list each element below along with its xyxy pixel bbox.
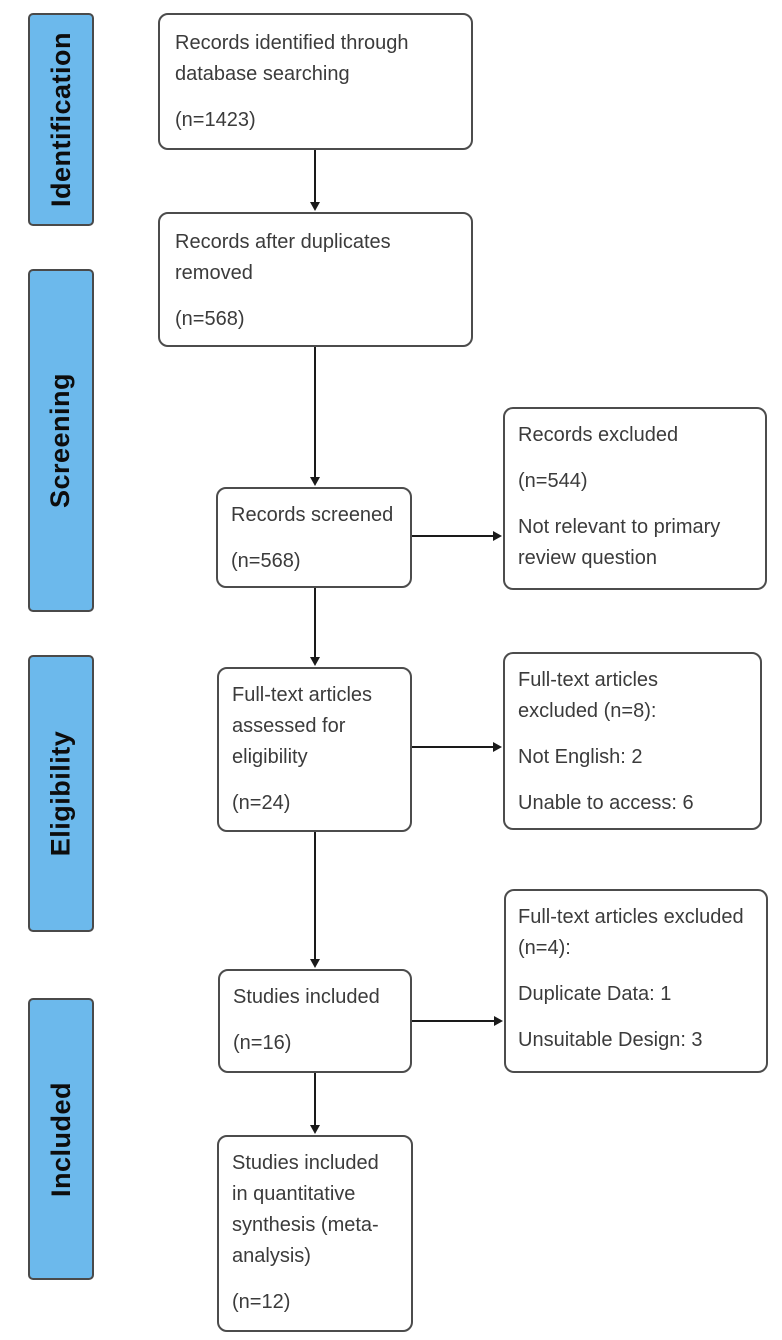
box-quantitative-synthesis: Studies included in quantitative synthes… xyxy=(217,1135,413,1332)
arrow-down-head-icon xyxy=(310,1125,320,1134)
box-records-excluded: Records excluded (n=544) Not relevant to… xyxy=(503,407,767,590)
box-fulltext-excluded-8-reason2: Unable to access: 6 xyxy=(518,792,694,814)
box-fulltext-excluded-8: Full-text articles excluded (n=8): Not E… xyxy=(503,652,762,830)
arrow-down-head-icon xyxy=(310,477,320,486)
arrow-screened-to-excluded xyxy=(412,531,502,541)
box-fulltext-excluded-8-reason1: Not English: 2 xyxy=(518,746,643,768)
arrow-fulltext-to-excluded8 xyxy=(412,742,502,752)
stage-included-label: Included xyxy=(45,1081,76,1197)
arrow-line xyxy=(412,535,494,537)
box-records-screened-text: Records screened xyxy=(231,504,394,526)
arrow-identified-to-duplicates xyxy=(310,150,320,211)
arrow-fulltext-to-included xyxy=(310,832,320,968)
box-records-excluded-title: Records excluded xyxy=(518,424,679,446)
arrow-line xyxy=(314,347,316,478)
arrow-right-head-icon xyxy=(494,1016,503,1026)
arrow-line xyxy=(412,746,494,748)
box-duplicates-removed: Records after duplicates removed (n=568) xyxy=(158,212,473,347)
arrow-included-to-excluded4 xyxy=(412,1016,503,1026)
stage-included: Included xyxy=(28,998,94,1280)
stage-screening: Screening xyxy=(28,269,94,612)
stage-eligibility-label: Eligibility xyxy=(45,730,76,857)
stage-screening-label: Screening xyxy=(45,372,76,509)
arrow-down-head-icon xyxy=(310,657,320,666)
box-quantitative-synthesis-count: (n=12) xyxy=(232,1291,291,1313)
box-records-identified-text: Records identified through database sear… xyxy=(175,32,409,85)
box-fulltext-excluded-4-title-line1: Full-text articles excluded xyxy=(518,906,744,928)
box-records-identified-count: (n=1423) xyxy=(175,109,256,131)
box-records-screened: Records screened (n=568) xyxy=(216,487,412,588)
box-fulltext-excluded-4-reason2: Unsuitable Design: 3 xyxy=(518,1029,703,1051)
box-duplicates-removed-count: (n=568) xyxy=(175,308,245,330)
arrow-included-to-synthesis xyxy=(310,1073,320,1134)
box-fulltext-assessed-text: Full-text articles assessed for eligibil… xyxy=(232,684,373,768)
box-studies-included-count: (n=16) xyxy=(233,1032,292,1054)
stage-identification: Identification xyxy=(28,13,94,226)
arrow-duplicates-to-screened xyxy=(310,347,320,486)
box-duplicates-removed-text: Records after duplicates removed xyxy=(175,231,391,284)
box-fulltext-excluded-4-title-line2: (n=4): xyxy=(518,937,571,959)
box-fulltext-assessed: Full-text articles assessed for eligibil… xyxy=(217,667,412,832)
stage-identification-label: Identification xyxy=(45,32,76,207)
box-fulltext-excluded-8-title-line2: excluded (n=8): xyxy=(518,700,657,722)
box-studies-included-text: Studies included xyxy=(233,986,380,1008)
arrow-line xyxy=(412,1020,495,1022)
box-fulltext-excluded-8-title-line1: Full-text articles xyxy=(518,669,659,691)
box-quantitative-synthesis-text: Studies included in quantitative synthes… xyxy=(232,1152,379,1267)
box-records-identified: Records identified through database sear… xyxy=(158,13,473,150)
arrow-line xyxy=(314,832,316,960)
arrow-line xyxy=(314,1073,316,1126)
box-records-excluded-count: (n=544) xyxy=(518,470,588,492)
box-fulltext-excluded-4: Full-text articles excluded (n=4): Dupli… xyxy=(504,889,768,1073)
arrow-right-head-icon xyxy=(493,531,502,541)
stage-eligibility: Eligibility xyxy=(28,655,94,932)
box-records-excluded-reason: Not relevant to primary review question xyxy=(518,516,721,569)
box-fulltext-excluded-4-reason1: Duplicate Data: 1 xyxy=(518,983,672,1005)
arrow-down-head-icon xyxy=(310,959,320,968)
box-fulltext-assessed-count: (n=24) xyxy=(232,792,291,814)
arrow-right-head-icon xyxy=(493,742,502,752)
arrow-down-head-icon xyxy=(310,202,320,211)
box-records-screened-count: (n=568) xyxy=(231,550,301,572)
arrow-line xyxy=(314,588,316,658)
box-studies-included: Studies included (n=16) xyxy=(218,969,412,1073)
arrow-screened-to-fulltext xyxy=(310,588,320,666)
arrow-line xyxy=(314,150,316,203)
